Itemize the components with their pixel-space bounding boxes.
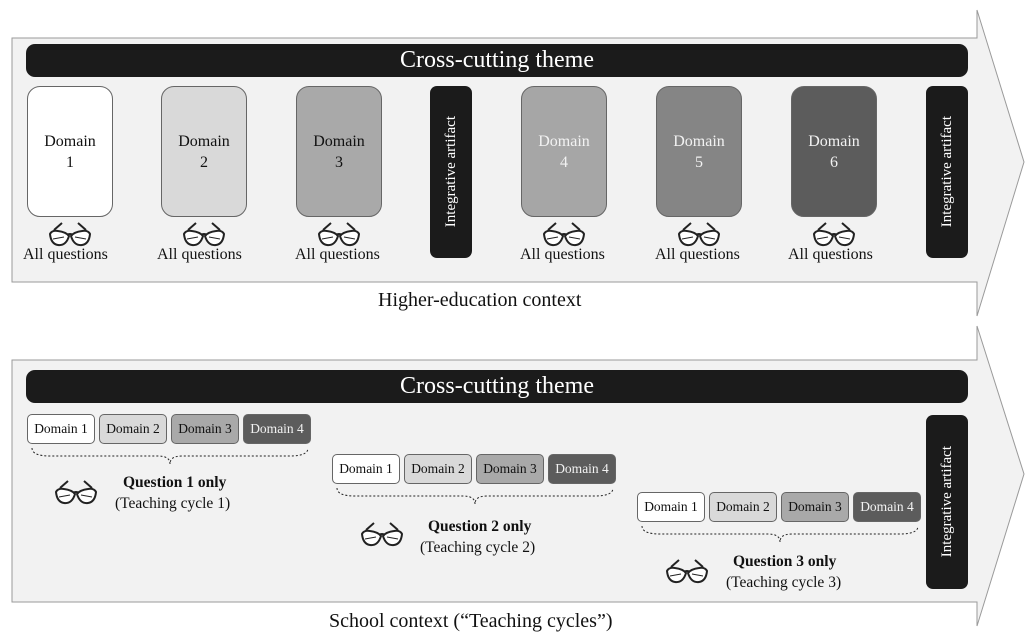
- integrative-artifact-school: Integrative artifact: [926, 415, 968, 589]
- glasses-icon: [542, 220, 586, 250]
- all-questions-label: All questions: [788, 246, 873, 263]
- domain-pill-3: Domain 3: [476, 454, 544, 484]
- domain-pill-1: Domain 1: [637, 492, 705, 522]
- domain-card-label: Domain: [673, 132, 725, 150]
- all-questions-label: All questions: [23, 246, 108, 263]
- domain-pill-label: Domain 3: [483, 461, 537, 476]
- domain-card-1: Domain 1: [27, 86, 113, 217]
- glasses-icon: [360, 520, 404, 550]
- domain-card-label: Domain: [538, 132, 590, 150]
- domain-card-number: 2: [199, 153, 208, 171]
- all-questions-label: All questions: [655, 246, 740, 263]
- domain-pill-2: Domain 2: [99, 414, 167, 444]
- glasses-icon: [812, 220, 856, 250]
- all-questions-label: All questions: [295, 246, 380, 263]
- domain-pill-2: Domain 2: [709, 492, 777, 522]
- domain-pill-label: Domain 1: [34, 421, 88, 436]
- glasses-icon: [48, 220, 92, 250]
- domain-pill-3: Domain 3: [781, 492, 849, 522]
- integrative-artifact-label: Integrative artifact: [938, 446, 955, 558]
- curly-brace: [31, 447, 309, 465]
- domain-pill-label: Domain 2: [411, 461, 465, 476]
- domain-card-label: Domain: [44, 132, 96, 150]
- domain-pill-label: Domain 4: [250, 421, 304, 436]
- cross-cutting-theme-banner-school: Cross-cutting theme: [26, 370, 968, 403]
- domain-card-4: Domain 4: [521, 86, 607, 217]
- glasses-icon: [317, 220, 361, 250]
- integrative-artifact-label: Integrative artifact: [442, 116, 459, 228]
- domain-pill-1: Domain 1: [332, 454, 400, 484]
- domain-pill-label: Domain 4: [555, 461, 609, 476]
- domain-card-3: Domain 3: [296, 86, 382, 217]
- domain-pill-label: Domain 1: [644, 499, 698, 514]
- domain-pill-label: Domain 2: [716, 499, 770, 514]
- school-context-label: School context (“Teaching cycles”): [329, 610, 613, 632]
- domain-pill-4: Domain 4: [243, 414, 311, 444]
- domain-card-label: Domain: [808, 132, 860, 150]
- cross-cutting-theme-banner-higher: Cross-cutting theme: [26, 44, 968, 77]
- domain-pill-label: Domain 2: [106, 421, 160, 436]
- domain-pill-label: Domain 3: [178, 421, 232, 436]
- domain-card-number: 1: [65, 153, 74, 171]
- domain-card-2: Domain 2: [161, 86, 247, 217]
- domain-card-number: 4: [559, 153, 568, 171]
- teaching-cycle-label: (Teaching cycle 2): [420, 539, 536, 556]
- curly-brace: [641, 525, 919, 543]
- all-questions-label: All questions: [520, 246, 605, 263]
- teaching-cycle-label: (Teaching cycle 1): [115, 495, 231, 512]
- domain-pill-label: Domain 1: [339, 461, 393, 476]
- integrative-artifact-label: Integrative artifact: [938, 116, 955, 228]
- integrative-artifact-higher-1: Integrative artifact: [430, 86, 472, 258]
- glasses-icon: [54, 478, 98, 508]
- question-only-label: Question 3 only: [733, 553, 837, 570]
- integrative-artifact-higher-2: Integrative artifact: [926, 86, 968, 258]
- all-questions-label: All questions: [157, 246, 242, 263]
- domain-pill-3: Domain 3: [171, 414, 239, 444]
- domain-pill-4: Domain 4: [853, 492, 921, 522]
- glasses-icon: [665, 557, 709, 587]
- curly-brace: [336, 487, 614, 505]
- higher-education-arrow: [11, 9, 1025, 317]
- domain-pill-label: Domain 4: [860, 499, 914, 514]
- domain-pill-2: Domain 2: [404, 454, 472, 484]
- domain-card-number: 5: [694, 153, 703, 171]
- glasses-icon: [677, 220, 721, 250]
- domain-card-label: Domain: [313, 132, 365, 150]
- domain-card-label: Domain: [178, 132, 230, 150]
- domain-card-6: Domain 6: [791, 86, 877, 217]
- higher-education-context-label: Higher-education context: [378, 289, 582, 311]
- domain-card-number: 6: [829, 153, 838, 171]
- domain-card-number: 3: [334, 153, 343, 171]
- question-only-label: Question 1 only: [123, 474, 227, 491]
- domain-pill-1: Domain 1: [27, 414, 95, 444]
- domain-card-5: Domain 5: [656, 86, 742, 217]
- domain-pill-label: Domain 3: [788, 499, 842, 514]
- question-only-label: Question 2 only: [428, 518, 532, 535]
- glasses-icon: [182, 220, 226, 250]
- teaching-cycle-label: (Teaching cycle 3): [726, 574, 842, 591]
- domain-pill-4: Domain 4: [548, 454, 616, 484]
